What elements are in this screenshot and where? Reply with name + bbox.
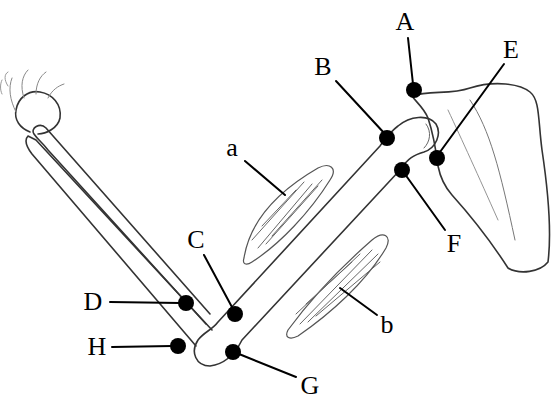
point-label: D xyxy=(84,289,103,315)
point-label: A xyxy=(396,9,415,35)
point-label: F xyxy=(447,231,461,257)
point-label: H xyxy=(88,334,107,360)
point-label: G xyxy=(301,373,320,399)
muscle-label: b xyxy=(381,312,394,338)
muscle-label: a xyxy=(226,135,238,161)
point-label: E xyxy=(503,37,519,63)
point-label: B xyxy=(314,54,331,80)
point-label: C xyxy=(187,227,204,253)
